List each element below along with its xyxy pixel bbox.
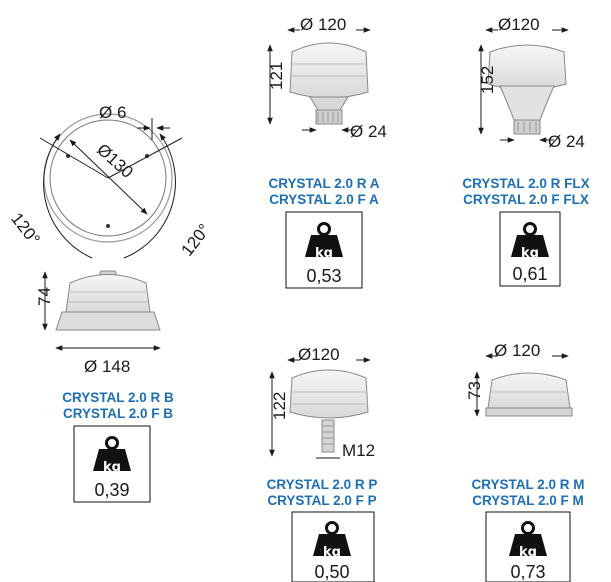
product-b-side-view bbox=[55, 270, 161, 331]
product-b-drawing: Ø 6 Ø130 120° 120° 74 Ø 148 CRYSTAL 2.0 … bbox=[7, 103, 214, 503]
base-diameter-label: Ø 24 bbox=[548, 132, 585, 151]
height-label: 152 bbox=[478, 66, 497, 94]
weight-value: 0,61 bbox=[512, 264, 547, 284]
model-name: CRYSTAL 2.0 F A bbox=[269, 192, 379, 207]
width-label: Ø120 bbox=[498, 15, 540, 34]
product-a-drawing: Ø 120 121 Ø 24 CRYSTAL 2.0 R A CRYSTAL 2… bbox=[267, 15, 387, 289]
thread-label: M12 bbox=[342, 441, 375, 460]
weight-value: 0,39 bbox=[94, 480, 129, 500]
kg-unit-label: kg bbox=[323, 545, 341, 560]
product-m-drawing: Ø 120 73 CRYSTAL 2.0 R M CRYSTAL 2.0 F M… bbox=[465, 341, 585, 582]
product-m-side-view bbox=[485, 372, 573, 417]
hole-diameter-label: Ø 6 bbox=[99, 103, 126, 122]
angle-ray bbox=[107, 137, 183, 179]
mounting-inner-outline bbox=[49, 119, 167, 237]
mounting-hole bbox=[106, 224, 110, 228]
height-label: 121 bbox=[267, 62, 286, 90]
kg-unit-label: kg bbox=[521, 246, 539, 261]
width-label: Ø 120 bbox=[494, 341, 540, 360]
model-name: CRYSTAL 2.0 R A bbox=[268, 176, 379, 191]
model-name: CRYSTAL 2.0 F P bbox=[267, 493, 376, 508]
height-label: 122 bbox=[270, 392, 289, 420]
model-name: CRYSTAL 2.0 R FLX bbox=[462, 176, 589, 191]
model-name: CRYSTAL 2.0 R B bbox=[62, 390, 174, 405]
width-label: Ø120 bbox=[298, 345, 340, 364]
model-name: CRYSTAL 2.0 R P bbox=[267, 477, 378, 492]
angle-arc-right bbox=[123, 133, 176, 259]
kg-unit-label: kg bbox=[103, 460, 121, 475]
weight-value: 0,50 bbox=[314, 562, 349, 582]
height-label: 73 bbox=[465, 381, 484, 400]
angle-arc-left bbox=[43, 133, 93, 259]
kg-unit-label: kg bbox=[315, 246, 333, 261]
model-name: CRYSTAL 2.0 F M bbox=[472, 493, 584, 508]
angle-ray bbox=[39, 137, 109, 179]
product-flx-side-view bbox=[487, 44, 567, 135]
weight-value: 0,73 bbox=[510, 562, 545, 582]
product-a-side-view bbox=[289, 42, 369, 125]
bolt-circle-dim-line bbox=[69, 139, 148, 215]
product-p-side-view bbox=[289, 369, 369, 453]
product-p-drawing: Ø120 122 M12 CRYSTAL 2.0 R P CRYSTAL 2.0… bbox=[267, 345, 378, 582]
model-name: CRYSTAL 2.0 R M bbox=[471, 477, 584, 492]
base-diameter-label: Ø 24 bbox=[350, 122, 387, 141]
angle-left-label: 120° bbox=[7, 209, 44, 248]
kg-unit-label: kg bbox=[519, 545, 537, 560]
angle-right-label: 120° bbox=[177, 220, 214, 259]
height-label: 74 bbox=[35, 287, 54, 306]
model-name: CRYSTAL 2.0 F B bbox=[63, 406, 173, 421]
product-flx-drawing: Ø120 152 Ø 24 CRYSTAL 2.0 R FLX CRYSTAL … bbox=[462, 15, 590, 287]
model-name: CRYSTAL 2.0 F FLX bbox=[463, 192, 589, 207]
width-label: Ø 148 bbox=[84, 357, 130, 376]
weight-value: 0,53 bbox=[306, 266, 341, 286]
width-label: Ø 120 bbox=[300, 15, 346, 34]
